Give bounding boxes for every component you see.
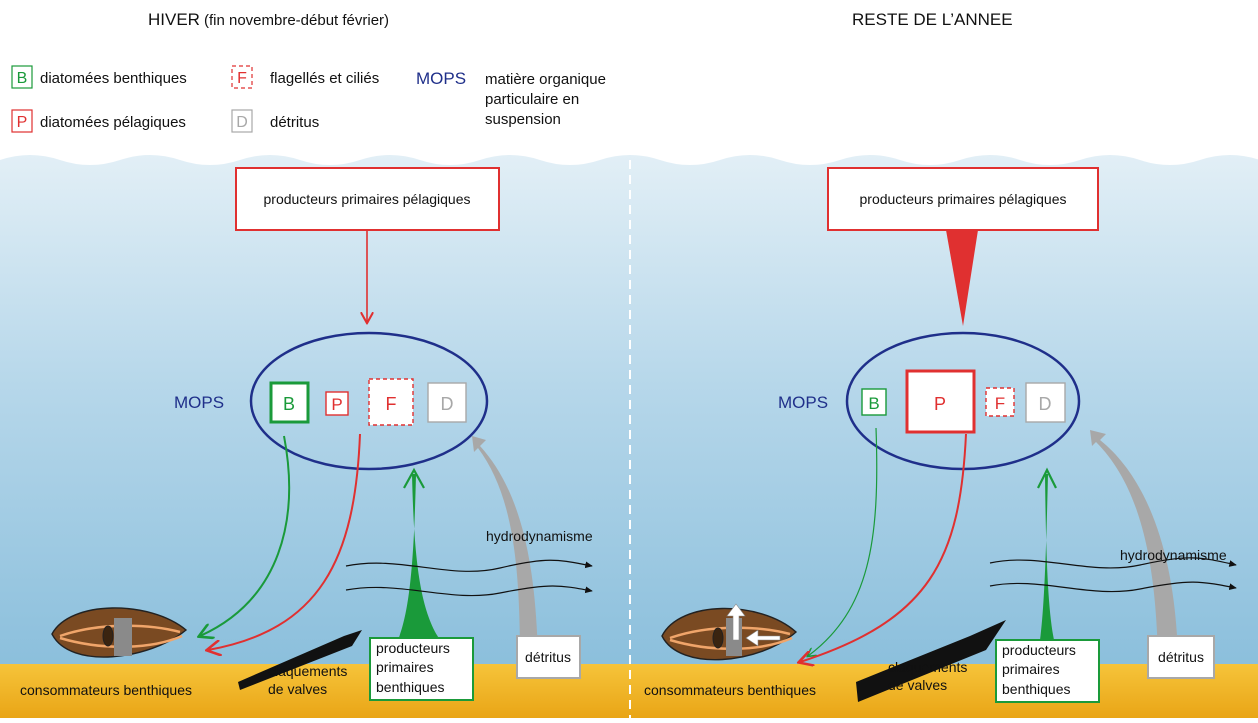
hydrodynamism-label-r: hydrodynamisme	[1120, 547, 1227, 563]
mops-b-box	[269, 381, 310, 424]
valves-label-1-r: claquements	[888, 659, 967, 675]
mops-b-letter-r: B	[868, 394, 879, 413]
benthic-diatom-filtration-arrow	[200, 435, 291, 636]
mops-label: MOPS	[174, 393, 224, 412]
mops-d-letter: D	[441, 394, 454, 414]
benthic-diatom-filtration-arrow-r	[808, 427, 878, 656]
detritus-resuspension-flux	[472, 436, 538, 660]
panel-winter: producteurs primaires pélagiques MOPS B …	[20, 167, 593, 701]
mops-b-letter: B	[283, 394, 295, 414]
mops-label-r: MOPS	[778, 393, 828, 412]
pelagic-diatom-filtration-arrow-r	[800, 433, 967, 662]
valves-label-2: de valves	[268, 681, 327, 697]
valve-clapping-arrow-r	[856, 620, 1006, 702]
mops-p-letter: P	[331, 395, 342, 414]
pelagic-to-mops-flux-r	[946, 230, 978, 326]
bivalve-icon-open	[661, 603, 798, 661]
legend-mops-line3: suspension	[485, 111, 561, 128]
legend-p-box	[11, 109, 33, 133]
benthic-resuspension-flux-r	[1040, 474, 1054, 640]
panel-rest-of-year: producteurs primaires pélagiques MOPS B …	[644, 167, 1237, 703]
consumers-label-r: consommateurs benthiques	[644, 682, 816, 698]
legend-mops-line1: matière organique	[485, 71, 606, 88]
water-background	[0, 155, 1258, 668]
mops-f-box-r	[985, 387, 1015, 417]
mops-d-letter-r: D	[1039, 394, 1052, 414]
detritus-resuspension-flux-r	[1090, 430, 1178, 660]
legend-d-letter: D	[236, 114, 248, 131]
legend-p-text: diatomées pélagiques	[40, 114, 186, 131]
bivalve-icon	[51, 607, 188, 658]
valve-clapping-arrow	[238, 630, 362, 690]
mops-f-letter: F	[386, 394, 397, 414]
mops-b-box-r	[861, 388, 887, 416]
legend-mops-abbr: MOPS	[416, 69, 466, 88]
legend-b-letter: B	[17, 70, 28, 87]
hydro-arrow-2-r	[989, 581, 1237, 593]
detritus-box	[516, 635, 581, 679]
consumers-label: consommateurs benthiques	[20, 682, 192, 698]
title-rest-of-year: RESTE DE L’ANNEE	[852, 10, 1013, 29]
hydro-arrow-1-r	[989, 557, 1237, 569]
title-winter: HIVER(fin novembre-début février)	[148, 10, 389, 29]
legend-mops-line2: particulaire en	[485, 91, 579, 108]
detritus-box-label-r: détritus	[1158, 649, 1204, 665]
mops-p-box	[325, 391, 349, 416]
legend-d-box	[231, 109, 253, 133]
valve-opening-up-arrow	[726, 603, 746, 641]
mops-d-box	[427, 382, 467, 423]
valve-closing-left-arrow	[745, 629, 781, 647]
hydro-arrow-2	[345, 585, 593, 597]
pelagic-producers-label-r: producteurs primaires pélagiques	[860, 191, 1067, 207]
mops-p-box-r	[905, 369, 976, 434]
legend-f-box	[231, 65, 253, 89]
mops-d-box-r	[1025, 382, 1066, 423]
pelagic-producers-box-r	[827, 167, 1099, 231]
mops-p-letter-r: P	[934, 394, 946, 414]
hydrodynamism-label: hydrodynamisme	[486, 528, 593, 544]
benthic-producers-box-r	[995, 639, 1100, 703]
valves-label-2-r: de valves	[888, 677, 947, 693]
pelagic-diatom-filtration-arrow	[208, 433, 361, 650]
benthic-resuspension-flux	[398, 474, 440, 640]
benthic-producers-line3-r: benthiques	[1002, 681, 1071, 697]
hydro-arrow-1	[345, 559, 593, 572]
benthic-producers-line1: producteurs	[376, 640, 450, 656]
benthic-producers-line2-r: primaires	[1002, 661, 1060, 677]
detritus-box-r	[1147, 635, 1215, 679]
benthic-producers-box	[369, 637, 474, 701]
valves-label-1: claquements	[268, 663, 347, 679]
legend-f-text: flagellés et ciliés	[270, 70, 379, 87]
legend-b-box	[11, 65, 33, 89]
benthic-producers-line2: primaires	[376, 659, 434, 675]
benthic-resuspension-arrowhead	[403, 467, 425, 489]
benthic-producers-line1-r: producteurs	[1002, 642, 1076, 658]
mops-ellipse	[249, 331, 489, 471]
legend-p-letter: P	[17, 114, 28, 131]
detritus-box-label: détritus	[525, 649, 571, 665]
mops-f-letter-r: F	[995, 394, 1005, 413]
benthic-resuspension-arrowhead-r	[1037, 467, 1057, 489]
benthic-producers-line3: benthiques	[376, 679, 445, 695]
legend: B diatomées benthiques P diatomées pélag…	[11, 65, 606, 133]
mops-f-box	[368, 378, 414, 426]
pelagic-producers-label: producteurs primaires pélagiques	[264, 191, 471, 207]
legend-b-text: diatomées benthiques	[40, 70, 187, 87]
legend-f-letter: F	[237, 70, 247, 87]
legend-d-text: détritus	[270, 114, 319, 131]
